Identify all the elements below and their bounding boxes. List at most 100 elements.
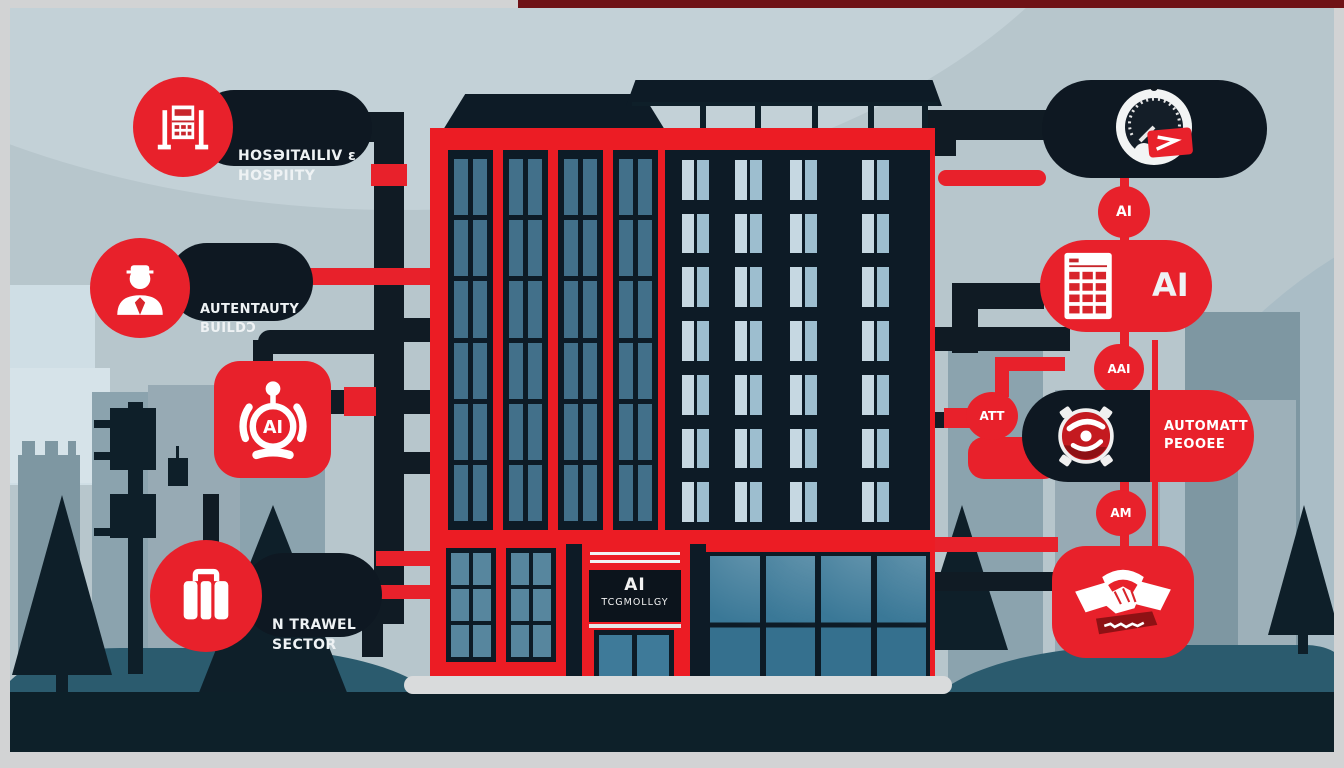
sidewalk (404, 676, 952, 694)
window-pane (473, 625, 491, 657)
building-cornice-left (443, 94, 665, 130)
node-label: AI (1115, 204, 1133, 220)
sign-line1: AI (624, 575, 646, 595)
crenellation (22, 441, 76, 455)
connector-pipe (258, 330, 383, 354)
connector-red (305, 268, 437, 285)
window-pane (509, 281, 523, 338)
window-pane (473, 464, 487, 521)
window-pane (473, 589, 491, 621)
window-pane (528, 342, 542, 399)
window-pane (451, 553, 469, 585)
pill-text-half: AUTOMATT PEOOEE (1150, 390, 1254, 482)
window-pane (454, 342, 468, 399)
pole-arm (94, 420, 112, 428)
connector-pipe (915, 327, 1070, 351)
callout-label: AUTOMATT (1164, 419, 1249, 434)
window-pane (735, 482, 762, 522)
window-pane (564, 464, 578, 521)
lamp-antenna (176, 446, 179, 460)
window-pane (583, 220, 597, 277)
window-column (613, 150, 658, 530)
signal-pole (128, 402, 143, 674)
connector-pipe (374, 318, 436, 342)
window-pane (682, 160, 709, 200)
window-pane (528, 159, 542, 216)
callout-pill-gauge (1042, 80, 1267, 178)
window-pane (583, 403, 597, 460)
window-column (862, 160, 889, 522)
window-pane (511, 589, 529, 621)
window-column (735, 160, 762, 522)
window-pane (862, 321, 889, 361)
worker-icon (117, 265, 163, 315)
window-pane (533, 553, 551, 585)
window-pane (682, 321, 709, 361)
window-pane (473, 342, 487, 399)
window-pane (583, 281, 597, 338)
callout-badge (150, 540, 262, 652)
window-pane (682, 428, 709, 469)
window-pane (564, 281, 578, 338)
window-column (682, 160, 709, 522)
window-pane (511, 553, 529, 585)
sign-line2: TCGMOLLGY (601, 597, 669, 608)
signal-box (110, 494, 156, 538)
window-pane (583, 464, 597, 521)
window-pane (638, 403, 652, 460)
window-pane (599, 635, 632, 683)
window-pane (451, 625, 469, 657)
window-pane (619, 220, 633, 277)
ai-node: AAI (1094, 344, 1144, 394)
window-pane (682, 482, 709, 522)
window-pane (790, 428, 817, 469)
window-pane (862, 160, 889, 200)
window-pane (638, 220, 652, 277)
window-pane (473, 403, 487, 460)
connector-red (995, 357, 1065, 371)
window-column (448, 150, 493, 530)
connector-pipe (253, 340, 273, 366)
window-pane (862, 213, 889, 254)
window-pane (862, 428, 889, 469)
window-pane (862, 482, 889, 522)
roof-post (755, 104, 761, 130)
entrance-stripes (590, 552, 680, 566)
connector-red (376, 551, 436, 566)
storefront-glass (706, 552, 930, 688)
ai-bell-icon: AI (238, 380, 307, 459)
ground-floor-window (506, 548, 556, 662)
signal-box (110, 408, 156, 470)
window-pane (583, 159, 597, 216)
street-lamp (168, 458, 188, 486)
window-pane (564, 220, 578, 277)
svg-text:AI: AI (262, 417, 282, 437)
window-pane (454, 281, 468, 338)
pipe-coupling (344, 387, 376, 416)
window-column (503, 150, 548, 530)
window-pane (735, 213, 762, 254)
am-node: AM (1096, 490, 1146, 536)
window-pane (564, 159, 578, 216)
window-pane (821, 556, 871, 684)
connector-red (995, 357, 1009, 397)
att-node: ATT (966, 392, 1018, 440)
window-pane (862, 374, 889, 415)
window-pane (735, 374, 762, 415)
callout-badge (90, 238, 190, 338)
gear-globe-icon (1058, 406, 1114, 467)
pole-arm (94, 528, 112, 536)
window-pane (533, 589, 551, 621)
window-pane (619, 464, 633, 521)
window-pane (528, 220, 542, 277)
window-pane (473, 553, 491, 585)
window-pane (454, 159, 468, 216)
window-pane (790, 267, 817, 308)
connector-pipe (203, 494, 219, 546)
window-pane (509, 159, 523, 216)
